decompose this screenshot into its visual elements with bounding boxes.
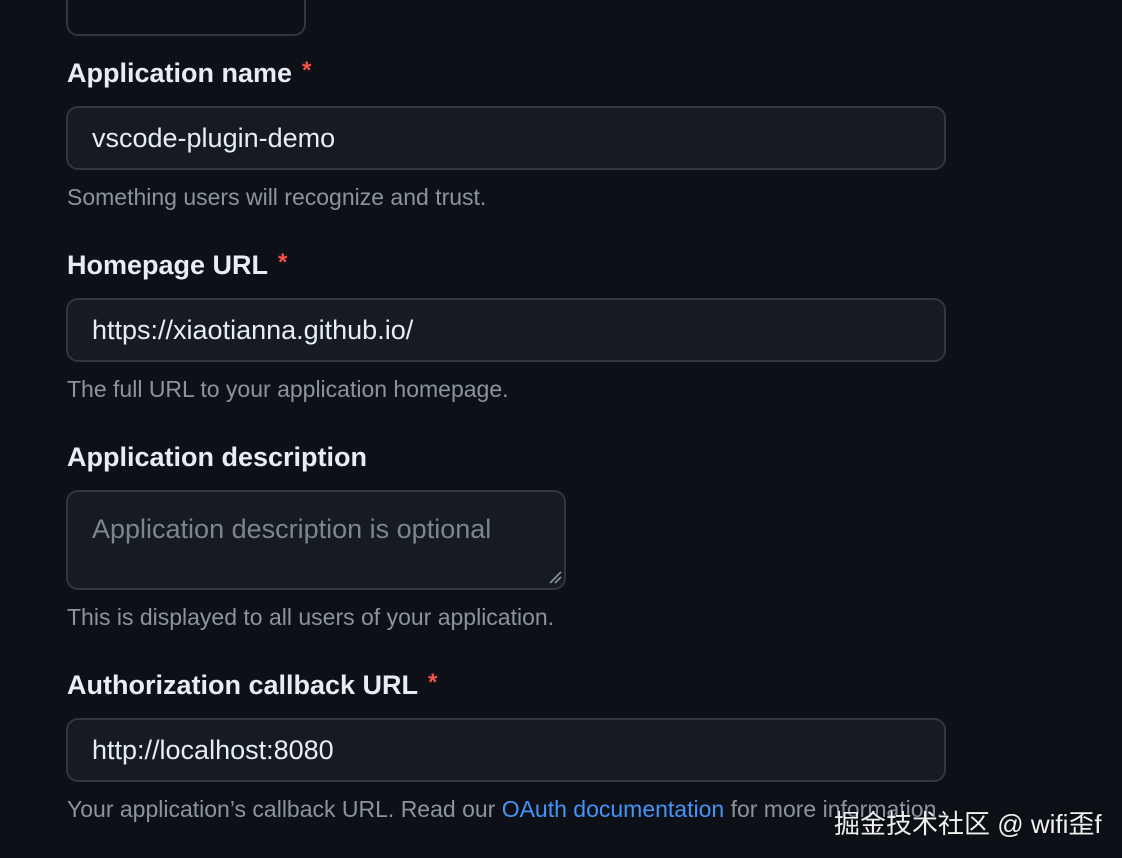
homepage-url-label: Homepage URL*	[67, 249, 288, 280]
resize-handle-icon[interactable]	[548, 570, 562, 584]
app-name-input[interactable]	[66, 106, 946, 170]
app-name-help: Something users will recognize and trust…	[67, 184, 487, 210]
required-asterisk: *	[278, 249, 288, 276]
app-description-label: Application description	[67, 442, 368, 472]
app-name-label: Application name*	[67, 57, 312, 88]
previous-field-input[interactable]	[66, 0, 306, 36]
app-description-textarea[interactable]	[66, 490, 566, 590]
oauth-documentation-link[interactable]: OAuth documentation	[501, 796, 725, 822]
required-asterisk: *	[302, 57, 312, 84]
callback-url-label: Authorization callback URL*	[67, 669, 438, 700]
watermark: 掘金技术社区 @ wifi歪f	[834, 809, 1102, 839]
homepage-url-input[interactable]	[66, 298, 946, 362]
homepage-url-help: The full URL to your application homepag…	[67, 376, 509, 402]
callback-url-help: Your application’s callback URL. Read ou…	[67, 796, 943, 822]
required-asterisk: *	[428, 669, 438, 696]
callback-url-input[interactable]	[66, 718, 946, 782]
app-description-help: This is displayed to all users of your a…	[67, 604, 555, 630]
